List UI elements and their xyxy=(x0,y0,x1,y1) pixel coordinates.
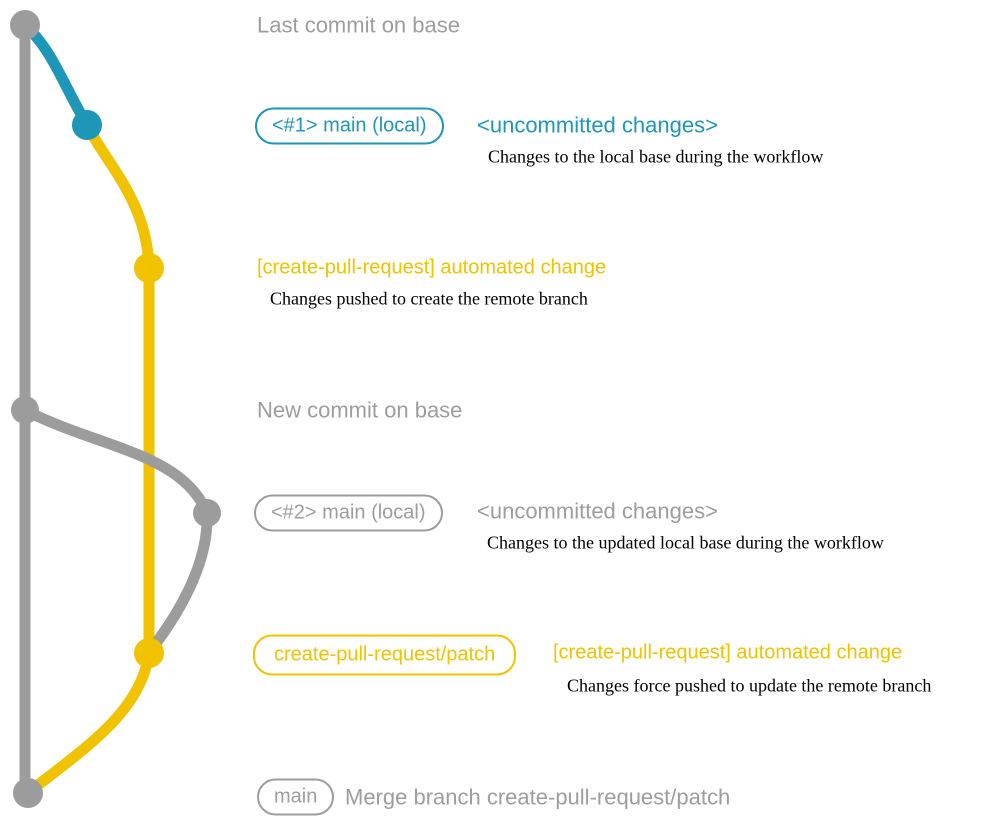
description-local-base-2: Changes to the updated local base during… xyxy=(487,532,884,553)
commit-title-automated-change-2: [create-pull-request] automated change xyxy=(553,641,903,664)
branch-badge-main-local-2: <#2> main (local) xyxy=(254,494,443,532)
commit-node-local-2 xyxy=(193,499,221,527)
status-uncommitted-changes-1: <uncommitted changes> xyxy=(477,112,718,138)
branch-badge-main: main xyxy=(257,778,335,816)
commit-node-base-new xyxy=(11,396,39,424)
description-remote-create: Changes pushed to create the remote bran… xyxy=(270,288,588,309)
annotation-last-commit-on-base: Last commit on base xyxy=(257,12,460,38)
branch-badge-create-pull-request-patch: create-pull-request/patch xyxy=(253,634,517,676)
badge-label: main xyxy=(257,778,335,816)
edge-patch-branch-create xyxy=(81,119,155,274)
description-remote-update: Changes force pushed to update the remot… xyxy=(567,675,932,696)
edge-local-branch-1 xyxy=(19,19,93,131)
badge-label: create-pull-request/patch xyxy=(253,634,517,676)
edge-patch-branch-update xyxy=(145,507,213,656)
commit-node-merge xyxy=(13,778,43,808)
commit-title-merge-branch: Merge branch create-pull-request/patch xyxy=(345,784,731,810)
badge-label: <#1> main (local) xyxy=(255,107,444,145)
commit-node-local-1 xyxy=(72,110,102,140)
commit-node-patch-2 xyxy=(134,638,164,668)
description-local-base-1: Changes to the local base during the wor… xyxy=(488,146,824,167)
edge-local-branch-2 xyxy=(19,404,213,519)
git-graph xyxy=(10,10,221,808)
commit-node-patch-1 xyxy=(134,253,164,283)
commit-node-base-last xyxy=(10,10,40,40)
badge-label: <#2> main (local) xyxy=(254,494,443,532)
branch-badge-main-local-1: <#1> main (local) xyxy=(255,107,444,145)
annotation-new-commit-on-base: New commit on base xyxy=(257,397,463,423)
edge-merge-into-base xyxy=(23,647,155,798)
commit-title-automated-change-1: [create-pull-request] automated change xyxy=(257,256,607,279)
status-uncommitted-changes-2: <uncommitted changes> xyxy=(477,498,718,524)
